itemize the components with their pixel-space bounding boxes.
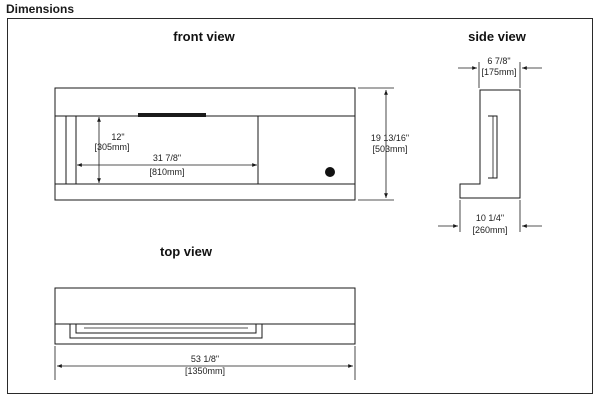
- front-total-height-metric: [503mm]: [372, 144, 407, 154]
- front-inner-height-imperial: 12": [111, 132, 124, 142]
- side-bottom-depth-metric: [260mm]: [472, 225, 507, 235]
- burner-slot: [138, 113, 206, 117]
- top-view-drawing: [54, 287, 356, 345]
- top-width-imperial: 53 1/8": [191, 354, 219, 364]
- front-view-title: front view: [173, 29, 235, 44]
- side-view-title: side view: [468, 29, 527, 44]
- top-view-title: top view: [160, 244, 213, 259]
- front-inner-width-dimension: 31 7/8" [810mm]: [77, 153, 257, 177]
- side-bottom-depth-imperial: 10 1/4": [476, 213, 504, 223]
- front-inner-height-dimension: 12" [305mm]: [94, 117, 130, 183]
- front-view-drawing: [54, 87, 356, 201]
- side-top-depth-dimension: 6 7/8" [175mm]: [458, 56, 542, 88]
- side-view-drawing: [459, 89, 521, 199]
- front-total-height-imperial: 19 13/16": [371, 133, 409, 143]
- front-inner-width-imperial: 31 7/8": [153, 153, 181, 163]
- top-width-metric: [1350mm]: [185, 366, 225, 376]
- front-total-height-dimension: 19 13/16" [503mm]: [358, 87, 409, 201]
- top-width-dimension: 53 1/8" [1350mm]: [54, 346, 356, 380]
- front-inner-width-metric: [810mm]: [149, 167, 184, 177]
- side-bottom-depth-dimension: 10 1/4" [260mm]: [438, 200, 542, 235]
- side-top-depth-metric: [175mm]: [481, 67, 516, 77]
- control-knob-icon: [325, 167, 335, 177]
- front-inner-height-metric: [305mm]: [94, 142, 129, 152]
- page-title: Dimensions: [6, 2, 75, 16]
- side-top-depth-imperial: 6 7/8": [487, 56, 510, 66]
- diagram-frame: [7, 18, 593, 394]
